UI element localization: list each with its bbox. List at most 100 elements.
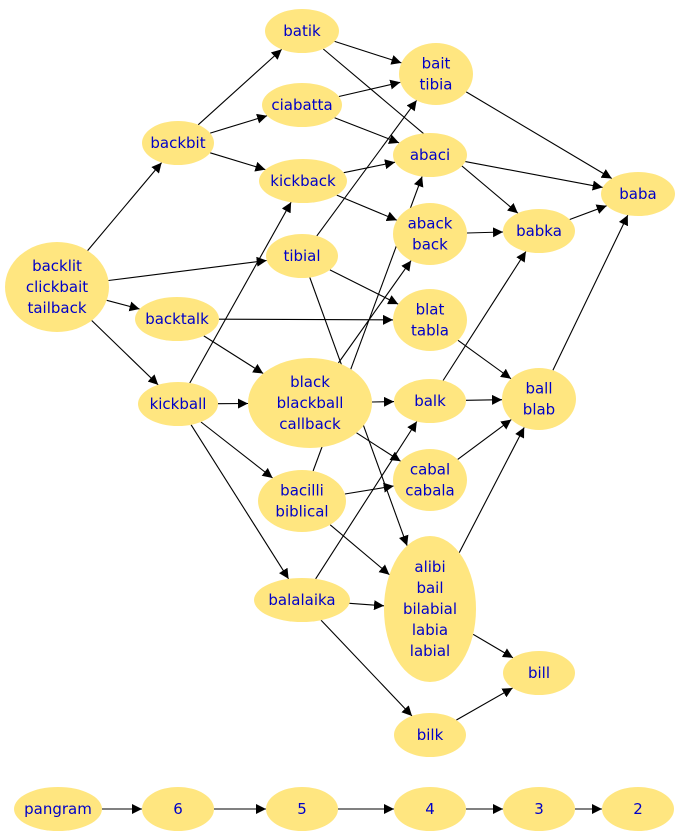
node-shape	[503, 787, 575, 831]
edge-blat-to-ball	[457, 339, 512, 380]
edge-bacilli-to-cabal	[344, 482, 394, 495]
node-label: labia	[412, 621, 448, 639]
edge-backtalk-to-black	[203, 335, 264, 374]
edge-abaci-to-baba	[465, 161, 603, 191]
edge-batik-to-bait	[334, 40, 402, 65]
node-shape	[502, 368, 576, 430]
node-n3: 3	[503, 787, 575, 831]
node-label: abaci	[410, 146, 450, 164]
node-label: bait	[422, 55, 451, 73]
node-label: blab	[523, 401, 555, 419]
node-shape	[265, 9, 339, 53]
node-label: aback	[408, 215, 453, 233]
edge-kickball-to-bacilli	[200, 421, 273, 479]
edge-kickball-to-balalaika	[190, 424, 290, 580]
node-label: pangram	[24, 800, 92, 818]
node-shape	[266, 234, 338, 278]
node-label: kickball	[150, 395, 207, 413]
node-label: kickback	[270, 172, 336, 190]
node-tibial: tibial	[266, 234, 338, 278]
node-label: tabla	[411, 322, 449, 340]
node-balalaika: balalaika	[254, 578, 350, 622]
node-label: black	[290, 373, 330, 391]
node-label: 5	[297, 800, 307, 818]
node-label: tailback	[27, 299, 86, 317]
node-shape	[393, 449, 467, 511]
edge-kickback-to-aback	[336, 194, 398, 221]
node-batik: batik	[265, 9, 339, 53]
node-backbit: backbit	[142, 121, 214, 165]
edge-babka-to-baba	[569, 204, 607, 221]
node-label: babka	[516, 222, 562, 240]
node-shape	[5, 242, 109, 332]
node-label: 3	[534, 800, 544, 818]
node-label: backlit	[32, 257, 82, 275]
node-shape	[393, 203, 467, 265]
edge-kickball-to-kickback	[189, 201, 292, 384]
edge-backlit-to-backtalk	[106, 299, 140, 312]
node-label: backtalk	[145, 310, 209, 328]
edge-bilk-to-bill	[456, 687, 513, 721]
edge-aback-to-babka	[466, 227, 504, 238]
node-label: balalaika	[268, 591, 335, 609]
edge-alibi-to-ball	[458, 427, 525, 553]
edge-black-to-aback	[337, 260, 412, 364]
node-shape	[142, 121, 214, 165]
node-kickball: kickball	[138, 382, 218, 426]
edge-backbit-to-kickback	[210, 152, 266, 172]
node-label: alibi	[414, 558, 445, 576]
edge-balk-to-babka	[442, 251, 527, 381]
edge-bacilli-to-alibi	[329, 524, 390, 576]
node-shape	[384, 536, 476, 682]
edge-bait-to-baba	[465, 91, 613, 179]
node-label: cabal	[410, 461, 450, 479]
node-label: bilabial	[403, 600, 457, 618]
node-label: 4	[425, 800, 435, 818]
edge-ciabatta-to-bait	[338, 79, 401, 98]
edge-backlit-to-tibial	[108, 256, 267, 282]
node-label: back	[412, 236, 448, 254]
node-shape	[262, 83, 342, 127]
node-shape	[259, 159, 347, 203]
edge-balalaika-to-alibi	[349, 600, 385, 611]
edge-ball-to-baba	[552, 214, 629, 371]
node-shape	[503, 209, 575, 253]
edge-backbit-to-batik	[197, 48, 283, 126]
edge-ciabatta-to-abaci	[334, 117, 400, 144]
edge-backlit-to-kickball	[91, 320, 159, 386]
node-shape	[138, 382, 218, 426]
node-n4: 4	[394, 787, 466, 831]
node-shape	[394, 379, 466, 423]
node-baba: baba	[601, 172, 675, 216]
node-shape	[399, 43, 473, 105]
node-pangram: pangram	[14, 787, 102, 831]
edge-balalaika-to-balk	[315, 421, 418, 580]
edge-tibial-to-bait	[316, 100, 418, 237]
node-babka: babka	[503, 209, 575, 253]
edge-backlit-to-backbit	[87, 162, 163, 251]
node-shape	[266, 787, 338, 831]
nodes-layer: backlitclickbaittailbackbatikbackbitciab…	[5, 9, 675, 831]
edge-balalaika-to-bilk	[320, 619, 413, 717]
node-label: biblical	[275, 503, 328, 521]
node-n6: 6	[142, 787, 214, 831]
node-label: baba	[619, 185, 656, 203]
edge-balk-to-ball	[465, 394, 503, 405]
node-backtalk: backtalk	[135, 297, 219, 341]
node-shape	[258, 470, 346, 532]
node-shape	[503, 651, 575, 695]
node-label: tibial	[283, 247, 320, 265]
node-balk: balk	[394, 379, 466, 423]
edge-tibial-to-blat	[329, 269, 399, 305]
node-shape	[393, 133, 467, 177]
node-label: 2	[633, 800, 643, 818]
node-shape	[601, 172, 675, 216]
node-shape	[248, 358, 372, 448]
node-label: labial	[410, 642, 450, 660]
